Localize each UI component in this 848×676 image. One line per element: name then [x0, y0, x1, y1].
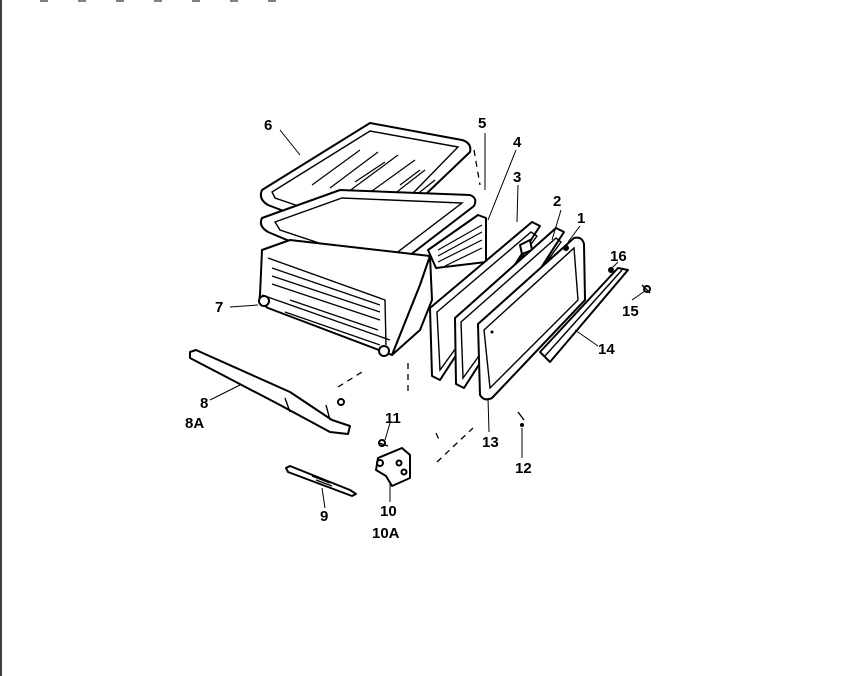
part-8-rail: [189, 349, 351, 435]
leader-13: [487, 397, 490, 433]
part-13-drawer-front: [477, 236, 586, 401]
part-10-bracket: [375, 447, 411, 487]
leader-9: [321, 487, 326, 509]
leader-7: [229, 304, 259, 308]
callout-3: 3: [513, 169, 521, 186]
callout-13: 13: [482, 434, 499, 451]
callout-8: 8: [200, 395, 208, 412]
callout-4: 4: [513, 134, 522, 151]
part-9-rod: [285, 465, 357, 497]
callout-15: 15: [622, 303, 639, 320]
leader-1: [567, 225, 581, 243]
guide-line: [435, 432, 441, 443]
part-4-back-rack: [427, 214, 487, 269]
leader-3: [516, 184, 519, 223]
callout-7: 7: [215, 299, 223, 316]
callout-1: 1: [577, 210, 585, 227]
part-16-screw: [608, 267, 614, 273]
callout-10A: 10A: [372, 525, 400, 542]
leader-16: [611, 261, 619, 269]
part-7-drawer-body: [258, 239, 433, 357]
leader-2: [551, 209, 562, 241]
part-15-screw: [641, 284, 651, 294]
guide-line: [436, 427, 474, 463]
part-12-clip: [517, 411, 525, 427]
callout-6: 6: [264, 117, 272, 134]
callout-11: 11: [385, 410, 401, 427]
leader-6: [279, 129, 301, 156]
callout-2: 2: [553, 193, 561, 210]
part-11-screw: [378, 439, 389, 447]
callout-8A: 8A: [185, 415, 204, 432]
callout-10: 10: [380, 503, 397, 520]
leader-11: [384, 422, 391, 441]
leader-14: [574, 329, 599, 347]
callout-9: 9: [320, 508, 328, 525]
callout-16: 16: [610, 248, 627, 265]
callout-5: 5: [478, 115, 486, 132]
callout-14: 14: [598, 341, 615, 358]
leader-15: [631, 290, 646, 301]
callout-12: 12: [515, 460, 532, 477]
part-14-trim-strip: [539, 267, 629, 363]
leader-8: [209, 384, 241, 401]
guide-line: [473, 149, 481, 186]
leader-4: [487, 149, 517, 221]
guide-line: [337, 371, 363, 388]
